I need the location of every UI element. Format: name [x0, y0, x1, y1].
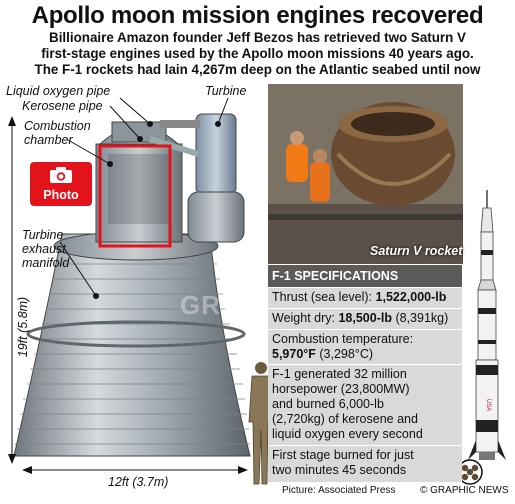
intro-line: The F-1 rockets had lain 4,267m deep on …: [34, 62, 481, 77]
svg-text:USA: USA: [485, 399, 491, 411]
spec-thrust: Thrust (sea level): 1,522,000-lb: [268, 288, 462, 308]
height-dimension-label: 19ft (5.8m): [16, 296, 30, 358]
engine-recovery-photo[interactable]: [268, 84, 463, 264]
spec-line: two minutes 45 seconds: [272, 463, 407, 477]
spec-extra: (8,391kg): [391, 311, 449, 325]
agency-credit[interactable]: © GRAPHIC NEWS: [420, 485, 509, 496]
spec-value: 18,500-lb: [338, 311, 392, 325]
spec-burn-time: First stage burned for just two minutes …: [268, 446, 462, 482]
spec-line: First stage burned for just: [272, 448, 414, 462]
specs-header: F-1 SPECIFICATIONS: [268, 265, 462, 287]
saturn-v-rocket-illustration: USA: [468, 190, 506, 460]
spec-temperature: Combustion temperature: 5,970°F (3,298°C…: [268, 330, 462, 364]
label-line: manifold: [22, 256, 70, 270]
label-liquid-oxygen-pipe: Liquid oxygen pipe: [6, 84, 111, 98]
camera-icon: [50, 167, 72, 183]
width-dimension-label: 12ft (3.7m): [108, 475, 169, 489]
intro-text: Billionaire Amazon founder Jeff Bezos ha…: [0, 30, 515, 78]
spec-line: liquid oxygen every second: [272, 427, 423, 441]
spec-power: F-1 generated 32 million horsepower (23,…: [268, 365, 462, 445]
label-line: chamber: [24, 133, 73, 147]
spec-value: 5,970°F: [272, 347, 316, 361]
spec-line: F-1 generated 32 million: [272, 367, 407, 381]
label-line: Combustion: [24, 119, 91, 133]
spec-value: 1,522,000-lb: [375, 290, 447, 304]
photo-caption: Saturn V rocket: [370, 244, 463, 258]
label-turbine: Turbine: [205, 84, 247, 98]
page-title: Apollo moon mission engines recovered: [31, 2, 484, 29]
intro-line: first-stage engines used by the Apollo m…: [41, 46, 474, 61]
label-turbine-exhaust-manifold: Turbine exhaust manifold: [22, 228, 69, 270]
label-kerosene-pipe: Kerosene pipe: [22, 99, 103, 113]
photo-button-label: Photo: [43, 188, 79, 202]
label-line: Turbine: [22, 228, 64, 242]
spec-label: Thrust (sea level):: [272, 290, 376, 304]
picture-credit: Picture: Associated Press: [282, 485, 396, 496]
intro-line: Billionaire Amazon founder Jeff Bezos ha…: [49, 30, 466, 45]
spec-line: horsepower (23,800MW): [272, 382, 410, 396]
spec-extra: (3,298°C): [315, 347, 374, 361]
label-combustion-chamber: Combustion chamber: [24, 119, 91, 147]
spec-weight: Weight dry: 18,500-lb (8,391kg): [268, 309, 462, 329]
spec-line: (2,720kg) of kerosene and: [272, 412, 418, 426]
label-line: exhaust: [22, 242, 66, 256]
spec-label: Weight dry:: [272, 311, 339, 325]
photo-button[interactable]: Photo: [30, 162, 92, 206]
f1-engine-illustration: [8, 97, 251, 474]
spec-label: Combustion temperature:: [272, 332, 414, 346]
spec-line: and burned 6,000-lb: [272, 397, 384, 411]
